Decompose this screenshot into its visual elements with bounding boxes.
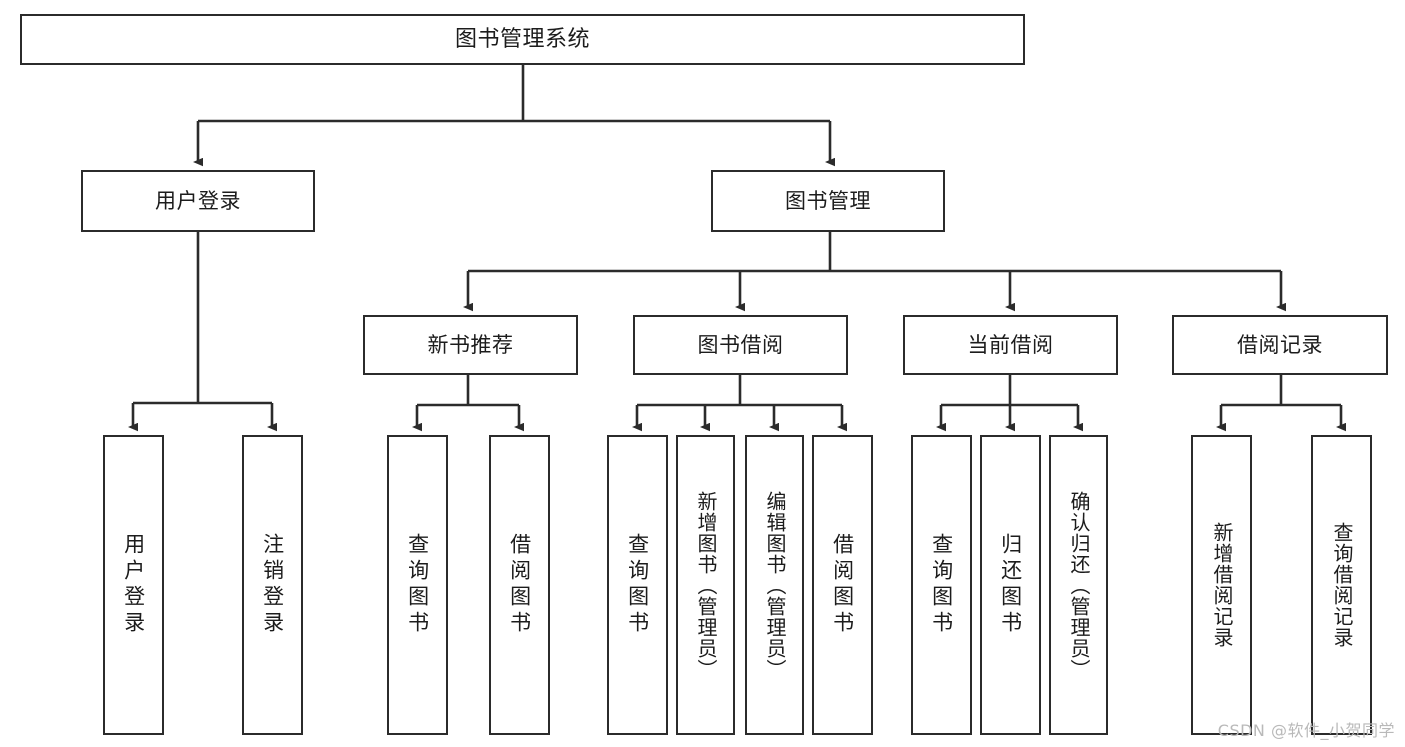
node-label: 借阅图书	[507, 533, 532, 637]
node-label: 图书管理系统	[454, 26, 590, 52]
leaf-user-login-logout[interactable]: 注销登录	[242, 435, 303, 735]
node-book-management[interactable]: 图书管理	[711, 170, 945, 232]
node-label: 图书管理	[785, 188, 871, 213]
leaf-current-borrow-confirm[interactable]: 确认归还（管理员）	[1049, 435, 1108, 735]
node-label: 确认归还（管理员）	[1067, 490, 1091, 680]
node-label: 查询借阅记录	[1330, 522, 1354, 648]
leaf-borrow-record-add[interactable]: 新增借阅记录	[1191, 435, 1252, 735]
node-new-book-recommend[interactable]: 新书推荐	[363, 315, 578, 375]
node-root-system[interactable]: 图书管理系统	[20, 14, 1025, 65]
leaf-book-borrow-add[interactable]: 新增图书（管理员）	[676, 435, 735, 735]
node-current-borrow[interactable]: 当前借阅	[903, 315, 1118, 375]
node-borrow-record[interactable]: 借阅记录	[1172, 315, 1388, 375]
node-label: 借阅图书	[830, 533, 855, 637]
node-book-borrow[interactable]: 图书借阅	[633, 315, 848, 375]
leaf-new-book-borrow[interactable]: 借阅图书	[489, 435, 550, 735]
node-label: 查询图书	[405, 533, 430, 637]
watermark: CSDN @软件_小贺同学	[1217, 721, 1395, 740]
node-label: 用户登录	[155, 188, 241, 213]
node-user-login[interactable]: 用户登录	[81, 170, 315, 232]
node-label: 借阅记录	[1237, 332, 1323, 357]
node-label: 新书推荐	[427, 332, 514, 357]
leaf-book-borrow-query[interactable]: 查询图书	[607, 435, 668, 735]
leaf-current-borrow-return[interactable]: 归还图书	[980, 435, 1041, 735]
node-label: 编辑图书（管理员）	[763, 490, 787, 680]
node-label: 查询图书	[929, 533, 954, 637]
leaf-new-book-query[interactable]: 查询图书	[387, 435, 448, 735]
node-label: 新增图书（管理员）	[694, 490, 718, 680]
leaf-borrow-record-query[interactable]: 查询借阅记录	[1311, 435, 1372, 735]
node-label: 查询图书	[625, 533, 650, 637]
node-label: 图书借阅	[697, 332, 784, 357]
leaf-book-borrow-edit[interactable]: 编辑图书（管理员）	[745, 435, 804, 735]
leaf-book-borrow-borrow[interactable]: 借阅图书	[812, 435, 873, 735]
leaf-current-borrow-query[interactable]: 查询图书	[911, 435, 972, 735]
leaf-user-login-login[interactable]: 用户登录	[103, 435, 164, 735]
node-label: 当前借阅	[967, 332, 1054, 357]
node-label: 注销登录	[260, 533, 285, 637]
node-label: 用户登录	[121, 533, 146, 637]
node-label: 归还图书	[998, 533, 1023, 637]
node-label: 新增借阅记录	[1210, 522, 1234, 648]
